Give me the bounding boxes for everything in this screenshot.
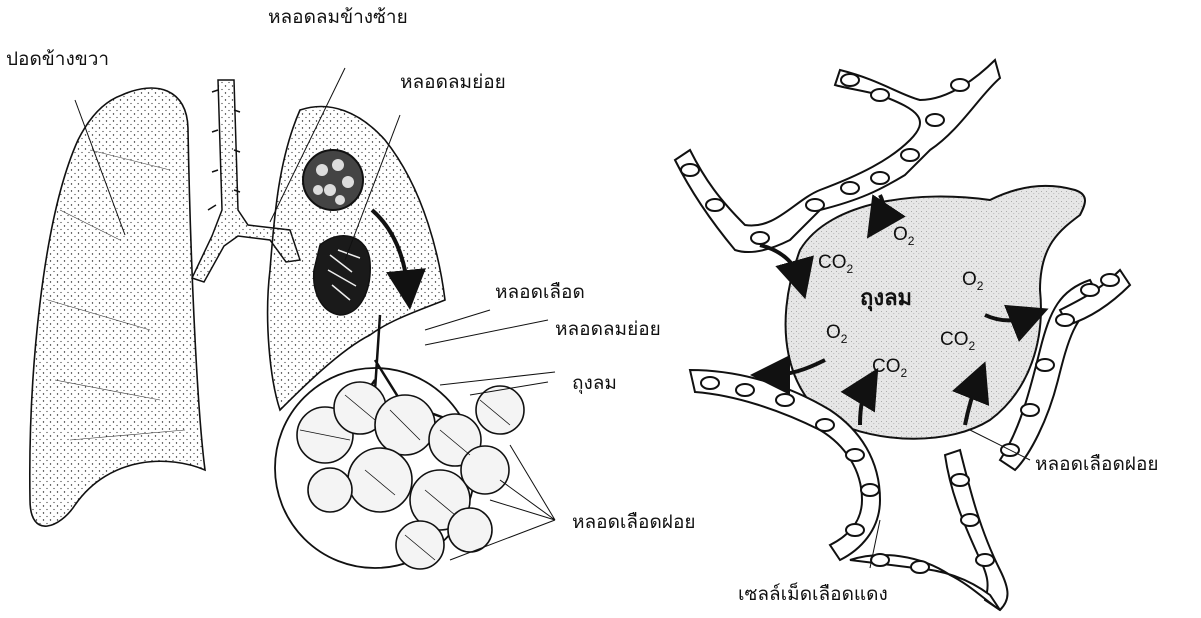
left-lung-drawing <box>268 107 445 410</box>
red-blood-cell-label: เซลล์เม็ดเลือดแดง <box>738 585 888 604</box>
alveolus-label: ถุงลม <box>572 374 617 393</box>
right-lung-label: ปอดข้างขวา <box>6 50 109 69</box>
capillary-label: หลอดเลือดฝอย <box>1035 455 1158 474</box>
blood-vessel-label: หลอดเลือด <box>495 283 585 302</box>
bronchiole-zoom-label: หลอดลมย่อย <box>555 320 661 339</box>
right-lung-drawing <box>30 88 205 526</box>
bronchiole-label: หลอดลมย่อย <box>400 73 506 92</box>
alveolus-center-label: ถุงลม <box>860 286 912 312</box>
capillaries-zoom-label: หลอดเลือดฝอย <box>572 513 695 532</box>
left-main-bronchus-label: หลอดลมข้างซ้าย <box>268 8 408 27</box>
